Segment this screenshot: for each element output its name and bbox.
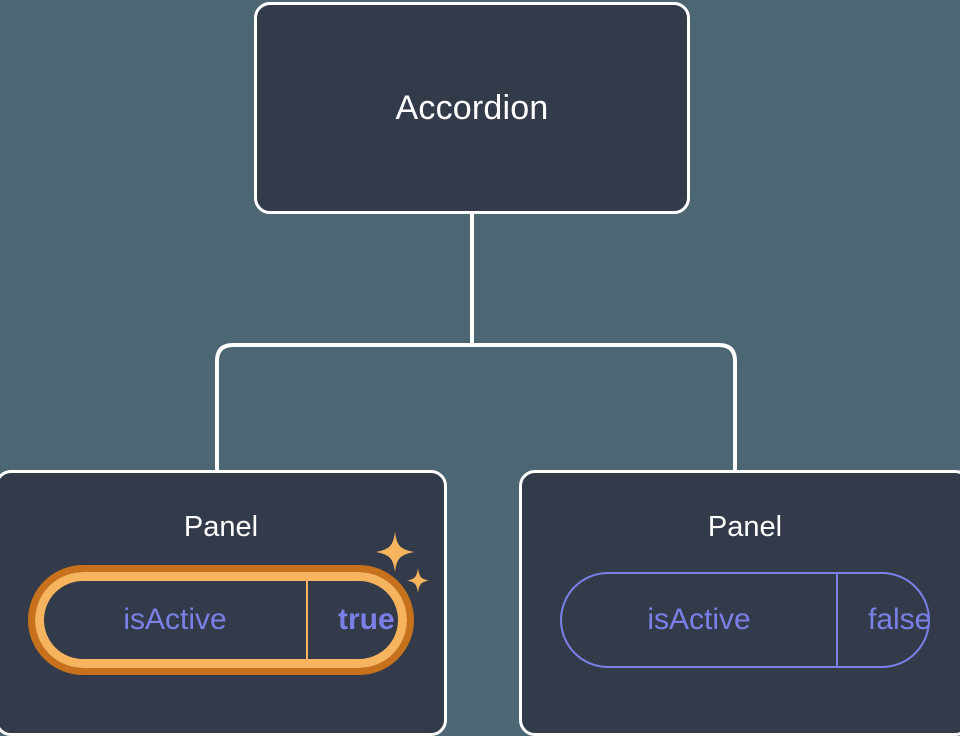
prop-value-right: false <box>868 603 932 636</box>
node-panel-left[interactable]: Panel isActive true <box>0 470 447 736</box>
prop-pill-right[interactable]: isActive false <box>560 572 931 668</box>
prop-key-right: isActive <box>562 574 838 666</box>
node-panel-left-title: Panel <box>183 511 259 543</box>
prop-key-left: isActive <box>44 581 308 659</box>
prop-value-left: true <box>338 603 395 636</box>
node-accordion[interactable]: Accordion <box>254 2 690 214</box>
connector-branch-bar <box>215 343 737 470</box>
prop-pill-right-wrap: isActive false <box>560 572 931 668</box>
prop-pill-left[interactable]: isActive true <box>28 565 414 675</box>
prop-pill-left-wrap: isActive true <box>28 532 429 675</box>
node-panel-right[interactable]: Panel isActive false <box>519 470 960 736</box>
node-panel-right-title: Panel <box>707 511 783 543</box>
node-accordion-title: Accordion <box>395 89 549 127</box>
